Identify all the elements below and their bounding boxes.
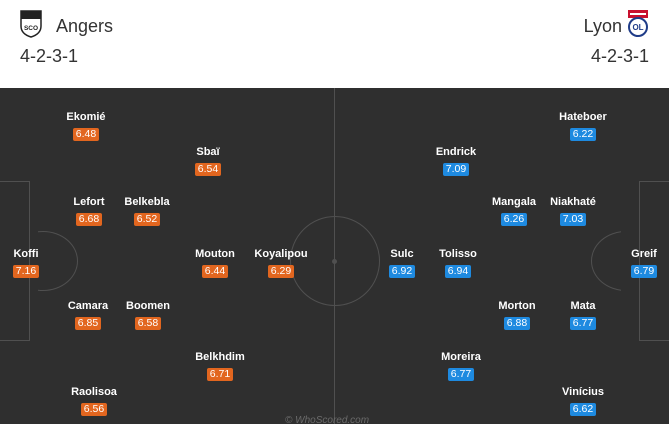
player-name: Koyalipou (254, 248, 308, 260)
player-mata[interactable]: Mata 6.77 (538, 299, 628, 331)
svg-text:OL: OL (632, 23, 643, 32)
player-sulc[interactable]: Sulc 6.92 (357, 247, 447, 279)
player-rating: 6.26 (501, 213, 527, 226)
player-hateboer[interactable]: Hateboer 6.22 (538, 110, 628, 142)
player-name: Mouton (195, 248, 235, 260)
player-boomen[interactable]: Boomen 6.58 (103, 299, 193, 331)
player-name: Belkebla (124, 196, 170, 208)
watermark: © WhoScored.com (285, 415, 370, 426)
center-spot (332, 259, 337, 264)
player-name: Boomen (126, 300, 170, 312)
player-lefort[interactable]: Lefort 6.68 (44, 195, 134, 227)
player-mouton[interactable]: Mouton 6.44 (170, 247, 260, 279)
player-rating: 6.85 (75, 317, 101, 330)
player-name: Moreira (441, 351, 481, 363)
player-belkhdim[interactable]: Belkhdim 6.71 (175, 350, 265, 382)
player-rating: 6.62 (570, 403, 596, 416)
player-name: Belkhdim (195, 351, 245, 363)
away-team-name: Lyon (583, 16, 622, 36)
player-name: Mangala (491, 196, 536, 208)
player-rating: 6.52 (134, 213, 160, 226)
player-name: Sbaï (196, 146, 220, 158)
player-name: Morton (498, 300, 536, 312)
home-team-name: Angers (56, 16, 114, 36)
player-ekomie[interactable]: Ekomié 6.48 (41, 110, 131, 142)
player-rating: 6.58 (135, 317, 161, 330)
player-name: Raolisoa (71, 386, 117, 398)
player-camara[interactable]: Camara 6.85 (43, 299, 133, 331)
home-formation: 4-2-3-1 (20, 46, 79, 66)
player-rating: 6.48 (73, 128, 99, 141)
player-name: Niakhaté (550, 196, 596, 208)
player-koyalipou[interactable]: Koyalipou 6.29 (236, 247, 326, 279)
player-rating: 6.92 (389, 265, 415, 278)
player-rating: 6.94 (445, 265, 471, 278)
player-name: Mata (570, 300, 596, 312)
player-name: Koffi (13, 248, 39, 260)
player-mangala[interactable]: Mangala 6.26 (469, 195, 559, 227)
player-name: Endrick (435, 146, 477, 158)
player-rating: 6.77 (570, 317, 596, 330)
pitch (0, 88, 669, 424)
player-morton[interactable]: Morton 6.88 (472, 299, 562, 331)
player-endrick[interactable]: Endrick 7.09 (411, 145, 501, 177)
player-raolisoa[interactable]: Raolisoa 6.56 (49, 385, 139, 417)
player-belkebla[interactable]: Belkebla 6.52 (102, 195, 192, 227)
player-rating: 7.03 (560, 213, 586, 226)
player-vinicius[interactable]: Vinícius 6.62 (538, 385, 628, 417)
player-rating: 6.68 (76, 213, 102, 226)
player-rating: 6.79 (631, 265, 657, 278)
player-name: Hateboer (559, 111, 607, 123)
center-circle (290, 216, 380, 306)
away-formation: 4-2-3-1 (590, 46, 649, 66)
player-name: Vinícius (562, 386, 604, 398)
player-rating: 7.09 (443, 163, 469, 176)
player-name: Ekomié (66, 111, 106, 123)
player-rating: 6.54 (195, 163, 221, 176)
lyon-crest-icon: OL (628, 10, 648, 37)
player-rating: 6.22 (570, 128, 596, 141)
angers-crest-icon: SCO (20, 10, 42, 38)
player-niakhate[interactable]: Niakhaté 7.03 (528, 195, 618, 227)
player-rating: 6.29 (268, 265, 294, 278)
home-penalty-box (0, 181, 30, 341)
away-penalty-box (639, 181, 669, 341)
player-koffi[interactable]: Koffi 7.16 (0, 247, 71, 279)
player-rating: 6.56 (81, 403, 107, 416)
player-tolisso[interactable]: Tolisso 6.94 (413, 247, 503, 279)
player-rating: 6.77 (448, 368, 474, 381)
player-sbai[interactable]: Sbaï 6.54 (163, 145, 253, 177)
player-name: Greif (631, 248, 657, 260)
player-rating: 7.16 (13, 265, 39, 278)
player-rating: 6.44 (202, 265, 228, 278)
player-name: Lefort (73, 196, 105, 208)
svg-text:SCO: SCO (24, 25, 38, 32)
player-name: Tolisso (439, 248, 477, 260)
player-rating: 6.71 (207, 368, 233, 381)
player-name: Sulc (390, 248, 414, 260)
player-moreira[interactable]: Moreira 6.77 (416, 350, 506, 382)
player-rating: 6.88 (504, 317, 530, 330)
player-greif[interactable]: Greif 6.79 (599, 247, 669, 279)
player-name: Camara (67, 300, 109, 312)
match-header: SCO Angers 4-2-3-1 OL Lyon 4-2-3-1 (0, 0, 669, 84)
